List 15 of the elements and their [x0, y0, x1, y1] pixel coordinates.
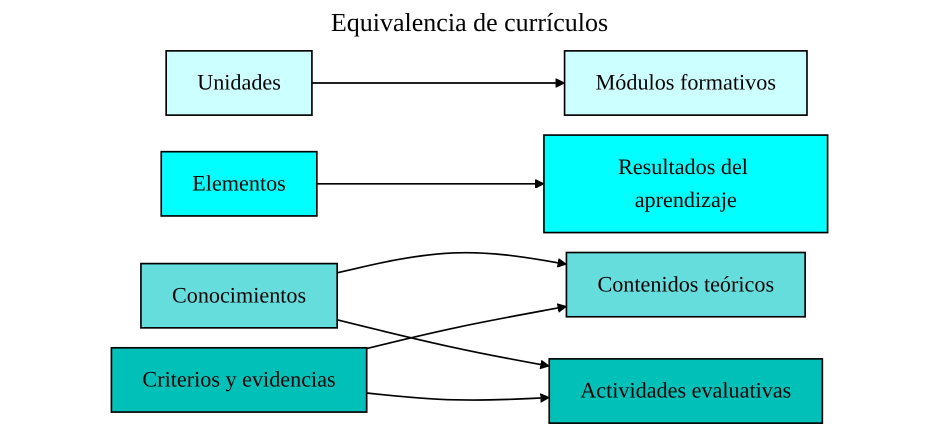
arrow	[336, 319, 550, 370]
diagram-title: Equivalencia de currículos	[330, 8, 610, 38]
node-box: Elementos	[160, 150, 318, 217]
node-box: Resultados del aprendizaje	[543, 134, 828, 234]
arrow	[312, 78, 566, 88]
arrow	[366, 392, 550, 403]
node-box: Módulos formativos	[564, 50, 808, 116]
node-box: Contenidos teóricos	[566, 252, 806, 318]
arrow	[366, 303, 567, 350]
node-box: Actividades evaluativas	[548, 358, 824, 424]
arrow	[316, 178, 544, 189]
node-box: Conocimientos	[140, 262, 338, 329]
node-box: Criterios y evidencias	[110, 346, 368, 413]
node-box: Unidades	[165, 50, 313, 116]
arrow	[336, 252, 567, 274]
